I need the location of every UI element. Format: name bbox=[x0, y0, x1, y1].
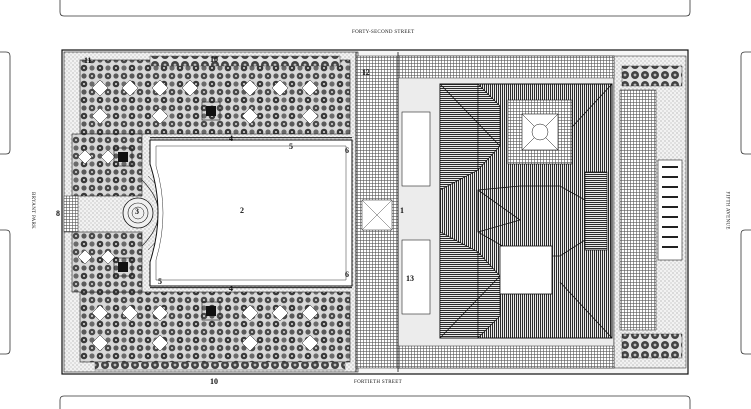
label-10-south: 10 bbox=[210, 377, 218, 386]
park bbox=[63, 51, 401, 373]
street-label-right: FIFTH AVENUE bbox=[724, 191, 730, 230]
label-6-north: 6 bbox=[345, 146, 349, 155]
court-north bbox=[401, 111, 431, 187]
label-13: 13 bbox=[406, 274, 414, 283]
label-5-south: 5 bbox=[158, 277, 162, 286]
label-3: 3 bbox=[135, 207, 139, 216]
court-south bbox=[401, 239, 431, 315]
label-6-south: 6 bbox=[345, 270, 349, 279]
library-building bbox=[397, 55, 687, 369]
fountain bbox=[122, 197, 154, 229]
street-label-top: FORTY-SECOND STREET bbox=[352, 30, 415, 35]
street-label-left: BRYANT PARK bbox=[30, 191, 36, 230]
label-4-north: 4 bbox=[229, 134, 233, 143]
label-8: 8 bbox=[56, 209, 60, 218]
label-5-north: 5 bbox=[289, 142, 293, 151]
tree-grove-north bbox=[79, 59, 351, 135]
street-label-bottom: FORTIETH STREET bbox=[354, 380, 402, 385]
label-1: 1 bbox=[400, 206, 404, 215]
label-4-south: 4 bbox=[229, 284, 233, 293]
label-11: 11 bbox=[84, 56, 92, 65]
label-12: 12 bbox=[362, 68, 370, 77]
tree-grove-west-top bbox=[71, 133, 143, 197]
tree-grove-south bbox=[79, 291, 351, 363]
label-2: 2 bbox=[240, 206, 244, 215]
roof-court bbox=[499, 245, 553, 295]
label-10-north: 10 bbox=[210, 55, 218, 64]
